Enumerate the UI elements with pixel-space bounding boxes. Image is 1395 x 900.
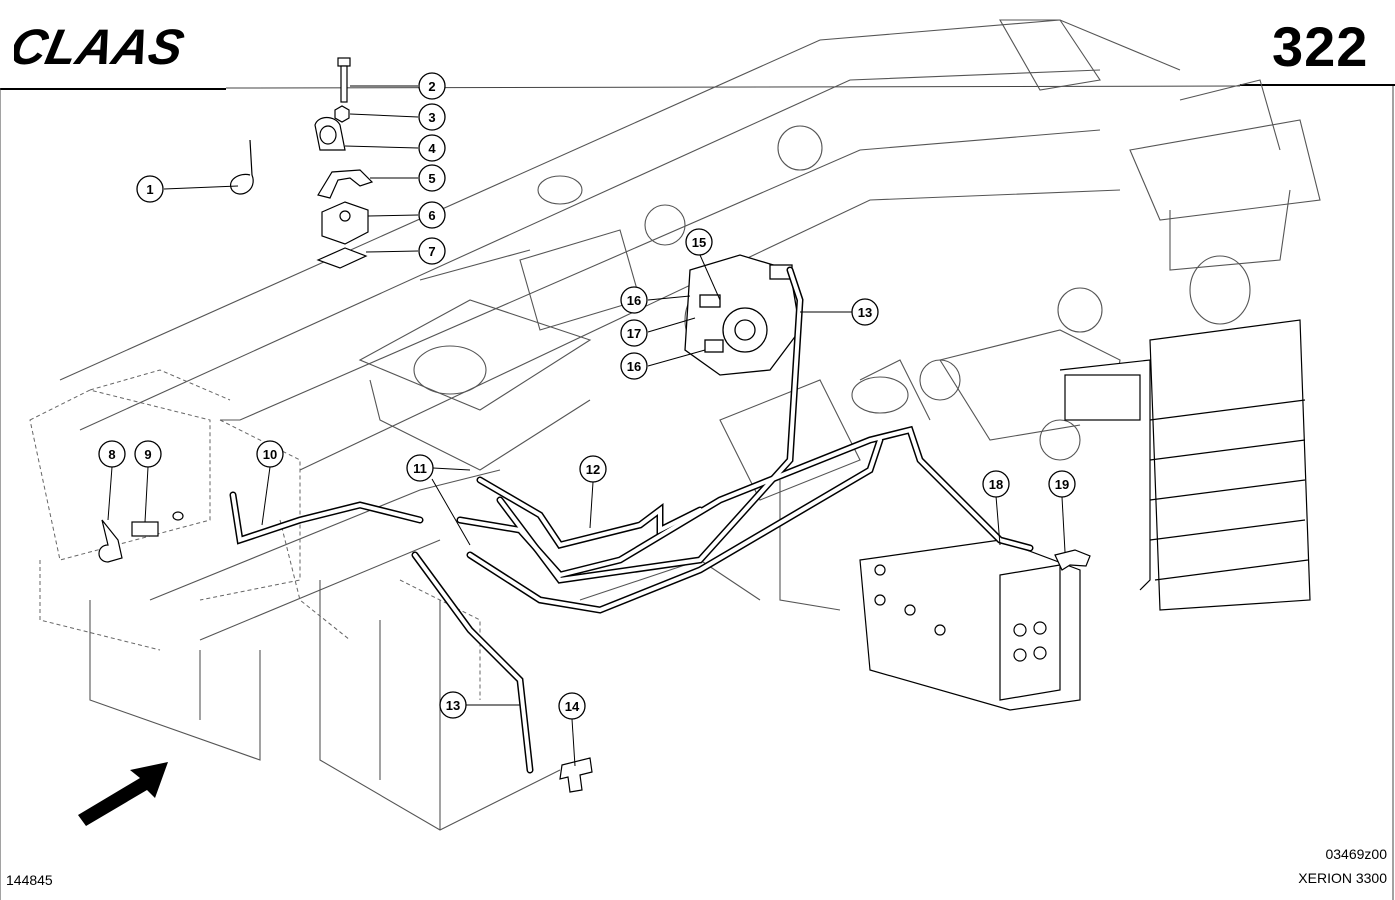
callout-12: 12 bbox=[579, 455, 607, 483]
callout-label: 2 bbox=[428, 79, 435, 94]
callout-4: 4 bbox=[418, 134, 446, 162]
nut-part bbox=[334, 105, 350, 123]
callout-6: 6 bbox=[418, 201, 446, 229]
hydraulic-pump bbox=[684, 254, 801, 376]
callout-2: 2 bbox=[418, 72, 446, 100]
callout-label: 7 bbox=[428, 244, 435, 259]
tractor-frame bbox=[59, 19, 1321, 831]
callout-label: 16 bbox=[627, 359, 641, 374]
callout-15: 15 bbox=[685, 228, 713, 256]
callout-10: 10 bbox=[256, 440, 284, 468]
callout-11: 11 bbox=[406, 454, 434, 482]
bolt-part bbox=[337, 57, 351, 67]
callout-label: 12 bbox=[586, 462, 600, 477]
callout-label: 18 bbox=[989, 477, 1003, 492]
valve-block bbox=[859, 539, 1081, 711]
callout-label: 9 bbox=[144, 447, 151, 462]
callout-7: 7 bbox=[418, 237, 446, 265]
callout-17: 17 bbox=[620, 319, 648, 347]
callouts: 1 2 3 4 5 6 7 8 9 10 11 12 13 13 14 15 1… bbox=[98, 72, 1076, 720]
callout-5: 5 bbox=[418, 164, 446, 192]
model-name: XERION 3300 bbox=[1298, 870, 1387, 886]
header-rule-right bbox=[1240, 84, 1395, 86]
callout-label: 16 bbox=[627, 293, 641, 308]
loose-parts bbox=[98, 57, 1091, 793]
callout-label: 17 bbox=[627, 326, 641, 341]
page-number: 322 bbox=[1272, 15, 1369, 78]
document-code: 144845 bbox=[6, 872, 53, 888]
callout-label: 13 bbox=[858, 305, 872, 320]
callout-label: 15 bbox=[692, 235, 706, 250]
callout-label: 8 bbox=[108, 447, 115, 462]
callout-label: 5 bbox=[428, 171, 435, 186]
callout-label: 14 bbox=[565, 699, 580, 714]
elbow-fitting-part bbox=[98, 519, 123, 563]
callout-18: 18 bbox=[982, 470, 1010, 498]
elbow-19-part bbox=[1054, 549, 1091, 571]
cable-tie-part bbox=[230, 139, 254, 195]
callout-16-bottom: 16 bbox=[620, 352, 648, 380]
adapter-part bbox=[131, 521, 159, 537]
callout-label: 1 bbox=[146, 182, 153, 197]
callout-label: 13 bbox=[446, 698, 460, 713]
callout-label: 4 bbox=[428, 141, 436, 156]
callout-19: 19 bbox=[1048, 470, 1076, 498]
callout-8: 8 bbox=[98, 440, 126, 468]
callout-14: 14 bbox=[558, 692, 586, 720]
clamp-block-part bbox=[321, 201, 369, 245]
callout-label: 3 bbox=[428, 110, 435, 125]
callout-13-bottom: 13 bbox=[439, 691, 467, 719]
drawing-code: 03469z00 bbox=[1325, 846, 1387, 862]
callout-label: 19 bbox=[1055, 477, 1069, 492]
callout-13-top: 13 bbox=[851, 298, 879, 326]
callout-3: 3 bbox=[418, 103, 446, 131]
plate-part bbox=[316, 247, 368, 269]
callout-9: 9 bbox=[134, 440, 162, 468]
brand-text: CLAAS bbox=[14, 22, 189, 70]
callout-1: 1 bbox=[136, 175, 164, 203]
callout-label: 11 bbox=[413, 461, 427, 476]
callout-label: 6 bbox=[428, 208, 435, 223]
control-valve-block bbox=[1059, 319, 1311, 611]
callout-label: 10 bbox=[263, 447, 277, 462]
header-rule-left bbox=[0, 88, 226, 90]
direction-arrow bbox=[78, 762, 168, 826]
bracket-part bbox=[317, 169, 374, 199]
claas-logo: CLAAS bbox=[5, 19, 234, 75]
tee-fitting-part bbox=[559, 757, 593, 793]
callout-16-top: 16 bbox=[620, 286, 648, 314]
